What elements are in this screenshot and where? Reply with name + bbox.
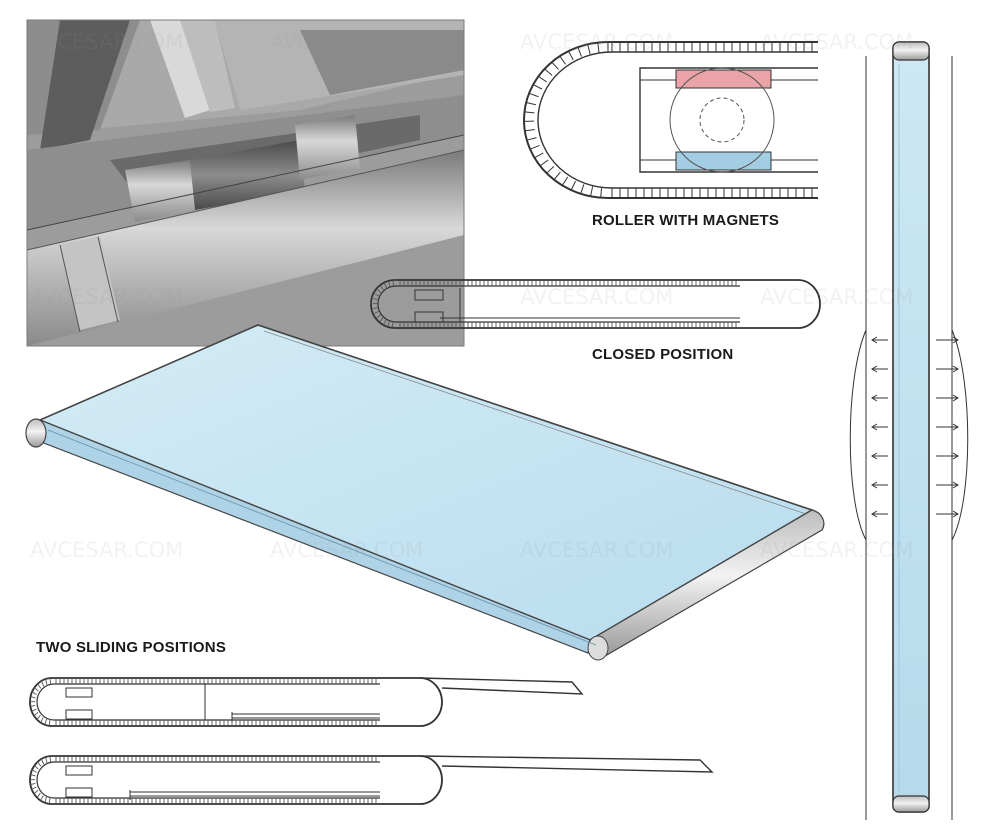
roller-with-magnets-label: ROLLER WITH MAGNETS	[592, 212, 780, 229]
sliding-position-1	[29, 677, 584, 727]
expansion-arrows	[871, 336, 959, 518]
sliding-position-2	[29, 755, 714, 805]
two-sliding-positions-label: TWO SLIDING POSITIONS	[36, 639, 227, 656]
slide2-belt-teeth	[29, 756, 377, 804]
phone-3d-view	[25, 324, 825, 661]
closed-belt-teeth	[372, 280, 737, 328]
phone-side-view	[849, 41, 969, 820]
closed-position-diagram	[370, 279, 821, 329]
hinge-render	[27, 20, 464, 346]
closed-position-label: CLOSED POSITION	[592, 346, 734, 363]
slide1-belt-teeth	[29, 678, 377, 726]
roller-with-magnets-diagram	[523, 41, 818, 199]
belt-teeth	[524, 42, 813, 198]
